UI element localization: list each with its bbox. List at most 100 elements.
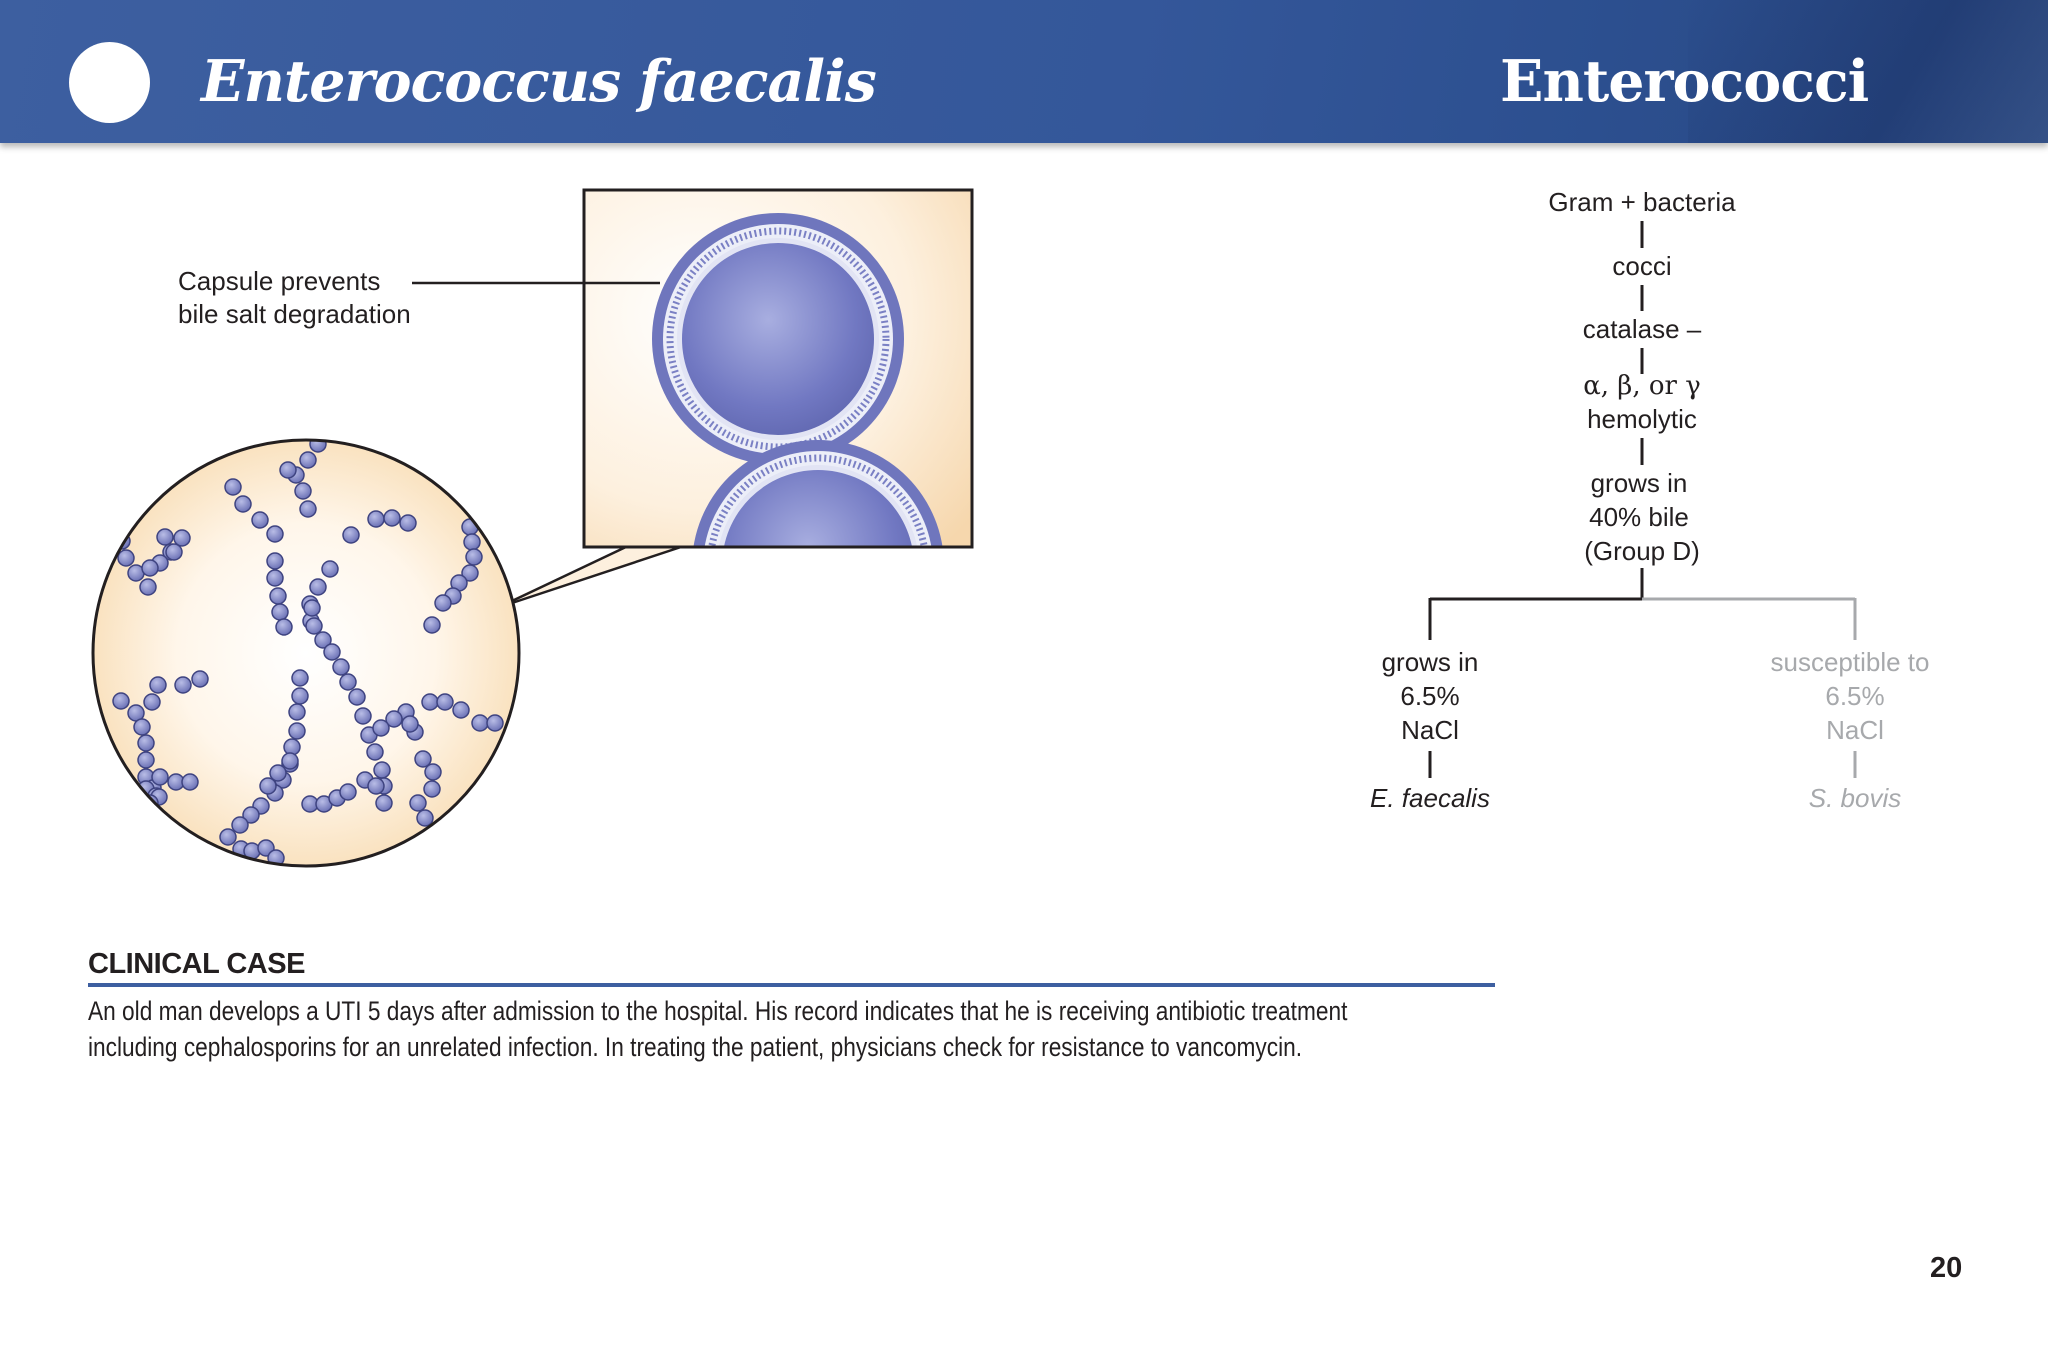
- coccus-cell: [332, 658, 350, 676]
- coccus-cell: [682, 243, 874, 435]
- coccus-cell: [174, 676, 192, 694]
- coccus-cell: [414, 750, 432, 768]
- microscope-field: [93, 440, 519, 866]
- coccus-cell: [423, 616, 441, 634]
- coccus-cell: [219, 828, 237, 846]
- coccus-cell: [139, 578, 157, 596]
- coccus-cell: [423, 780, 441, 798]
- coccus-cell: [299, 451, 317, 469]
- coccus-cell: [288, 722, 306, 740]
- coccus-cell: [291, 669, 309, 687]
- clinical-case-divider: [88, 983, 1495, 987]
- coccus-cell: [234, 495, 252, 513]
- coccus-cell: [112, 692, 130, 710]
- callout-line-upper: [511, 544, 629, 603]
- flow-right-line1: susceptible to: [1770, 647, 1930, 677]
- flow-left-line2: 6.5%: [1400, 681, 1460, 711]
- coccus-cell: [314, 631, 332, 649]
- flow-hemolytic-line1: α, β, or γ: [1583, 371, 1701, 401]
- section-title: Enterococci: [1500, 48, 1869, 115]
- clinical-case-body: An old man develops a UTI 5 days after a…: [88, 993, 1516, 1065]
- coccus-cell: [151, 768, 169, 786]
- coccus-cell: [401, 715, 419, 733]
- header-banner: Enterococcus faecalis Enterococci: [0, 0, 2048, 143]
- coccus-cell: [372, 719, 390, 737]
- coccus-cell: [409, 794, 427, 812]
- coccus-cell: [275, 618, 293, 636]
- flow-right-line2: 6.5%: [1825, 681, 1885, 711]
- capsule-caption-line2: bile salt degradation: [178, 299, 411, 329]
- clinical-case-line2: including cephalosporins for an unrelate…: [88, 1032, 1303, 1062]
- coccus-cell: [367, 777, 385, 795]
- flow-bile-line1: grows in: [1590, 468, 1688, 498]
- coccus-cell: [288, 703, 306, 721]
- coccus-cell: [366, 743, 384, 761]
- flow-bile-line3: (Group D): [1584, 536, 1700, 566]
- coccus-cell: [434, 594, 452, 612]
- coccus-cell: [231, 816, 249, 834]
- coccus-cell: [321, 560, 339, 578]
- coccus-cell: [173, 529, 191, 547]
- banner-bullet-icon: [69, 42, 150, 123]
- coccus-cell: [251, 511, 269, 529]
- coccus-cell: [309, 440, 327, 453]
- coccus-cell: [465, 548, 483, 566]
- coccus-cell: [133, 718, 151, 736]
- coccus-cell: [269, 764, 287, 782]
- coccus-cell: [149, 676, 167, 694]
- flow-step-cocci: cocci: [1612, 251, 1672, 281]
- coccus-cell: [354, 707, 372, 725]
- coccus-cell: [436, 693, 454, 711]
- coccus-cell: [416, 809, 434, 827]
- coccus-cell: [303, 599, 321, 617]
- flow-root: Gram + bacteria: [1548, 187, 1736, 217]
- coccus-cell: [339, 673, 357, 691]
- coccus-cell: [266, 552, 284, 570]
- coccus-cell: [191, 670, 209, 688]
- coccus-cell: [323, 643, 341, 661]
- coccus-cell: [165, 543, 183, 561]
- cocci-chains: [112, 440, 504, 866]
- callout-line-lower: [511, 544, 685, 605]
- coccus-cell: [452, 701, 470, 719]
- coccus-cell: [266, 525, 284, 543]
- flow-right-result: S. bovis: [1808, 783, 1902, 813]
- coccus-cell: [117, 549, 135, 567]
- flow-bile-line2: 40% bile: [1589, 502, 1689, 532]
- page-title: Enterococcus faecalis: [201, 48, 877, 115]
- coccus-cell: [181, 773, 199, 791]
- coccus-cell: [266, 569, 284, 587]
- coccus-cell: [348, 688, 366, 706]
- coccus-cell: [385, 710, 403, 728]
- coccus-cell: [486, 714, 504, 732]
- coccus-cell: [156, 528, 174, 546]
- coccus-cell: [141, 559, 159, 577]
- coccus-cell: [305, 617, 323, 635]
- coccus-cell: [309, 578, 327, 596]
- flow-step-catalase: catalase –: [1582, 314, 1702, 344]
- flow-hemolytic-line2: hemolytic: [1587, 404, 1697, 434]
- coccus-cell: [137, 734, 155, 752]
- capsule-caption-line1: Capsule prevents: [178, 266, 381, 296]
- clinical-case-line1: An old man develops a UTI 5 days after a…: [88, 996, 1348, 1026]
- coccus-cell: [242, 806, 260, 824]
- coccus-cell: [299, 500, 317, 518]
- flow-left-result: E. faecalis: [1370, 783, 1490, 813]
- coccus-cell: [279, 461, 297, 479]
- banner-accent: [1688, 0, 2048, 143]
- coccus-cell: [461, 564, 479, 582]
- clinical-case-heading: CLINICAL CASE: [88, 948, 305, 980]
- coccus-cell: [342, 526, 360, 544]
- coccus-cell: [224, 478, 242, 496]
- flow-left-line3: NaCl: [1401, 715, 1459, 745]
- coccus-cell: [137, 751, 155, 769]
- coccus-cell: [424, 763, 442, 781]
- coccus-cell: [339, 783, 357, 801]
- coccus-cell: [294, 482, 312, 500]
- flow-right-line3: NaCl: [1826, 715, 1884, 745]
- page-number: 20: [1930, 1252, 1963, 1284]
- flow-left-line1: grows in: [1381, 647, 1479, 677]
- coccus-cell: [143, 693, 161, 711]
